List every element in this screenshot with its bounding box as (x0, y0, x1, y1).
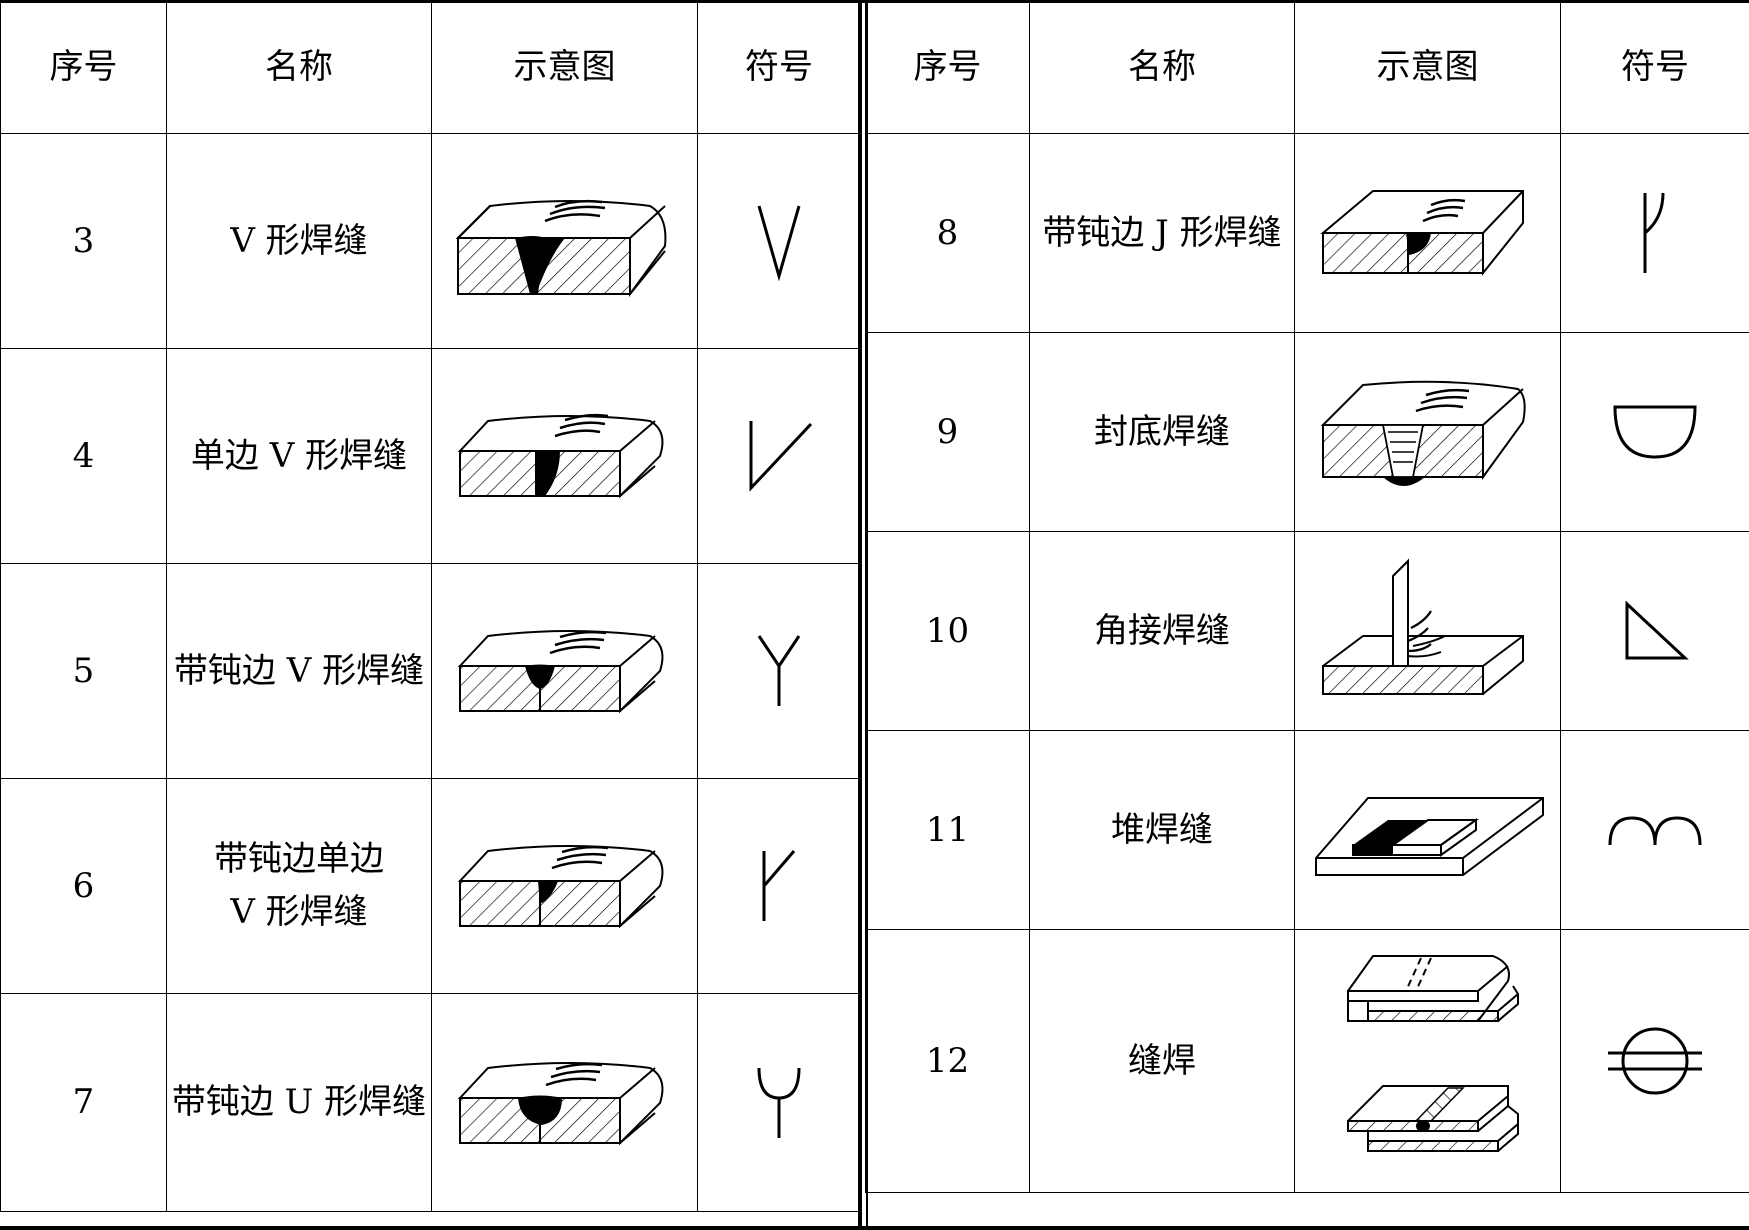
row-name-line1: 带钝边单边 (214, 839, 384, 880)
header-no: 序号 (0, 0, 167, 134)
v-symbol-icon (697, 133, 861, 349)
symbol-table-left: 序号 名称 示意图 符号 3 V 形焊缝 4 单边 V 形焊缝 (0, 0, 861, 1212)
symbol-table-right: 序号 名称 示意图 符号 8 带钝边 J 形焊缝 9 封底焊缝 (865, 0, 1749, 1193)
single-bevel-v-with-root-face-diagram (431, 778, 698, 994)
table-row: 11 堆焊缝 (865, 730, 1749, 930)
row-no: 11 (865, 730, 1030, 930)
row-name: 缝焊 (1029, 929, 1295, 1193)
header-diagram: 示意图 (1294, 0, 1561, 134)
row-name: 带钝边单边 V 形焊缝 (166, 778, 432, 994)
header-symbol: 符号 (697, 0, 861, 134)
row-no: 3 (0, 133, 167, 349)
table-row: 12 缝焊 (865, 929, 1749, 1193)
u-symbol-icon (697, 993, 861, 1212)
header-symbol: 符号 (1560, 0, 1749, 134)
panel-divider (858, 0, 862, 1230)
y-symbol-icon (697, 563, 861, 779)
v-weld-with-root-face-diagram (431, 563, 698, 779)
header-diagram: 示意图 (431, 0, 698, 134)
single-bevel-v-weld-diagram (431, 348, 698, 564)
fillet-symbol-icon (1560, 531, 1749, 731)
single-bevel-v-symbol-icon (697, 348, 861, 564)
v-weld-diagram (431, 133, 698, 349)
j-weld-with-root-face-diagram (1294, 133, 1561, 333)
table-row: 3 V 形焊缝 (0, 133, 861, 349)
table-row: 10 角接焊缝 (865, 531, 1749, 731)
row-no: 4 (0, 348, 167, 564)
table-row: 8 带钝边 J 形焊缝 (865, 133, 1749, 333)
header-no: 序号 (865, 0, 1030, 134)
surfacing-symbol-icon (1560, 730, 1749, 930)
header-row: 序号 名称 示意图 符号 (0, 0, 861, 134)
bottom-rule (0, 1226, 1749, 1230)
backing-symbol-icon (1560, 332, 1749, 532)
backing-weld-diagram (1294, 332, 1561, 532)
table-row: 6 带钝边单边 V 形焊缝 (0, 778, 861, 994)
j-symbol-icon (1560, 133, 1749, 333)
row-no: 6 (0, 778, 167, 994)
seam-symbol-icon (1560, 929, 1749, 1193)
single-bevel-y-symbol-icon (697, 778, 861, 994)
row-no: 9 (865, 332, 1030, 532)
row-name: 带钝边 V 形焊缝 (166, 563, 432, 779)
row-name: 带钝边 J 形焊缝 (1029, 133, 1295, 333)
fillet-weld-diagram (1294, 531, 1561, 731)
row-no: 12 (865, 929, 1030, 1193)
row-name: 角接焊缝 (1029, 531, 1295, 731)
header-row: 序号 名称 示意图 符号 (865, 0, 1749, 134)
row-name-line2: V 形焊缝 (230, 892, 368, 932)
panel-divider-inner (866, 0, 868, 1230)
table-row: 7 带钝边 U 形焊缝 (0, 993, 861, 1212)
row-name: V 形焊缝 (166, 133, 432, 349)
header-name: 名称 (166, 0, 432, 134)
row-no: 7 (0, 993, 167, 1212)
row-name: 封底焊缝 (1029, 332, 1295, 532)
row-no: 8 (865, 133, 1030, 333)
surfacing-weld-diagram (1294, 730, 1561, 930)
row-no: 10 (865, 531, 1030, 731)
row-name: 带钝边 U 形焊缝 (166, 993, 432, 1212)
header-name: 名称 (1029, 0, 1295, 134)
table-row: 9 封底焊缝 (865, 332, 1749, 532)
table-row: 4 单边 V 形焊缝 (0, 348, 861, 564)
row-no: 5 (0, 563, 167, 779)
seam-weld-diagram (1294, 929, 1561, 1193)
row-name: 堆焊缝 (1029, 730, 1295, 930)
row-name: 单边 V 形焊缝 (166, 348, 432, 564)
table-row: 5 带钝边 V 形焊缝 (0, 563, 861, 779)
u-weld-with-root-face-diagram (431, 993, 698, 1212)
